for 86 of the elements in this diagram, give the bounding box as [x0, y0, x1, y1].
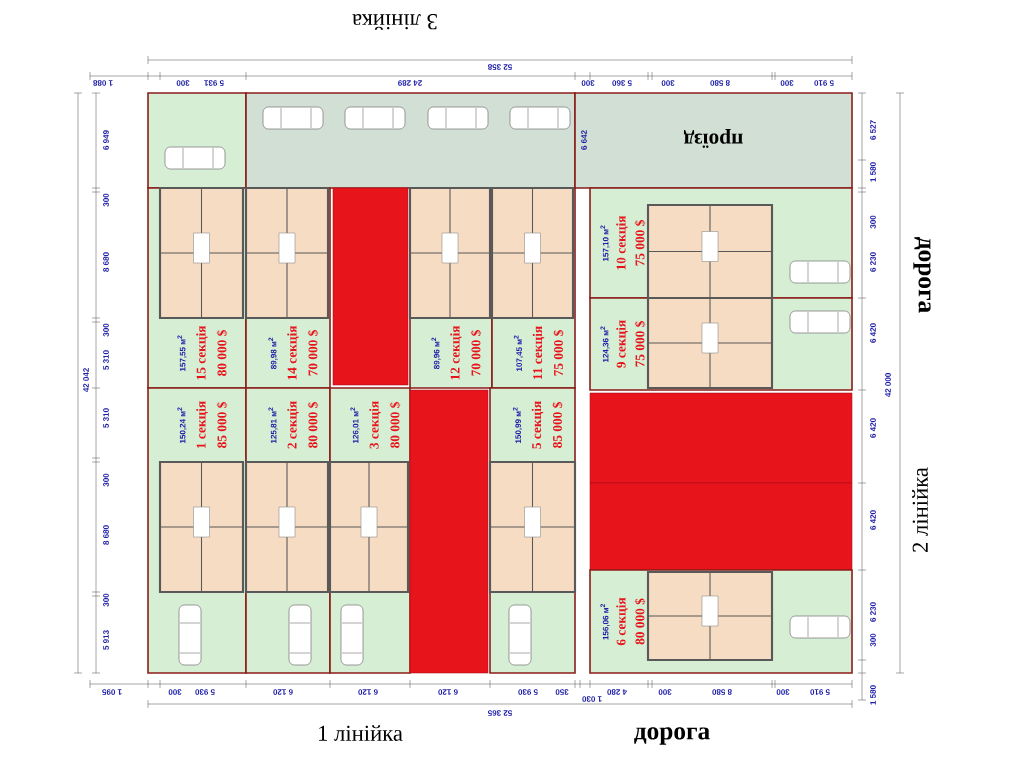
price-label: 85 000 $ [552, 402, 563, 448]
dimension-text: 5 913 [103, 630, 109, 650]
line-label: 2 лінійка [912, 467, 928, 552]
dimension-text: 6 527 [870, 120, 876, 140]
section-label: 15 секція [196, 325, 208, 380]
section-label: 12 секція [450, 325, 462, 380]
dimension-text: 6 642 [581, 130, 587, 150]
dimension-text: 300 [168, 689, 182, 695]
price-label: 75 000 $ [553, 330, 564, 376]
section-label: 2 секція [287, 401, 299, 449]
price-label: 80 000 $ [307, 402, 319, 448]
dimension-text: 1 580 [870, 685, 876, 705]
area-label: 150,99 м$^{2}$ [512, 407, 523, 443]
dimension-text: 42 042 [83, 368, 89, 393]
area-label: 126,01 м$^{2}$ [350, 407, 360, 443]
section-label: 6 секція [616, 597, 628, 646]
price-label: 80 000 $ [634, 598, 646, 645]
dimension-text: 5 930 [195, 689, 215, 695]
dimension-text: 8 680 [103, 525, 109, 545]
price-label: 70 000 $ [470, 330, 482, 376]
dimension-text: 1 030 [582, 696, 602, 702]
dimension-text: 6 120 [358, 689, 378, 695]
dimension-text: 300 [103, 323, 109, 337]
price-label: 75 000 $ [634, 321, 646, 367]
area-label: 157,10 м$^{2}$ [600, 225, 610, 261]
road-label: дорога [634, 727, 710, 745]
dimension-text: 300 [658, 689, 672, 695]
filled-plot [332, 187, 409, 386]
filled-plot [589, 482, 853, 571]
dimension-text: 1 095 [102, 689, 122, 695]
section-label: 3 секція [369, 401, 381, 449]
dimension-text: 300 [103, 193, 109, 207]
area-label: 150,24 м$^{2}$ [177, 407, 187, 443]
dimension-text: 6 420 [870, 323, 876, 343]
dimension-text: 4 280 [607, 689, 627, 695]
area-label: 125,81 м$^{2}$ [268, 407, 278, 443]
dimension-text: 5 931 [204, 80, 224, 86]
dimension-text: 6 120 [273, 689, 293, 695]
dimension-text: 8 680 [103, 252, 109, 272]
area-label: 89,96 м$^{2}$ [431, 337, 441, 369]
dimension-text: 5 930 [518, 689, 538, 695]
price-label: 75 000 $ [634, 220, 646, 266]
dimension-text: 52 365 [488, 710, 512, 716]
dimension-text: 6 230 [870, 252, 876, 272]
dimension-text: 300 [776, 689, 790, 695]
dimension-text: 300 [103, 593, 109, 607]
section-label: 14 секція [287, 325, 299, 380]
dimension-text: 300 [870, 633, 876, 647]
dimension-text: 6 420 [870, 418, 876, 438]
dimension-text: 24 289 [398, 80, 422, 86]
dimension-text: 6 420 [870, 510, 876, 530]
dimension-text: 300 [176, 80, 190, 86]
dimension-text: 6 230 [870, 602, 876, 622]
area-label: 124,36 м$^{2}$ [600, 326, 610, 362]
dimension-text: 5 910 [810, 689, 830, 695]
dimension-text: 1 580 [870, 162, 876, 182]
dimension-text: 6 949 [103, 130, 109, 150]
filled-plot [409, 389, 489, 674]
line-label: 3 лінійка [352, 14, 437, 30]
price-label: 85 000 $ [216, 402, 228, 448]
driveway-label: проїзд [683, 129, 743, 148]
area-label: 157,55 м$^{2}$ [177, 335, 187, 371]
dimension-text: 1 088 [93, 80, 113, 86]
dimension-text: 300 [870, 215, 876, 229]
dimension-text: 52 358 [488, 64, 512, 70]
road-label: дорога [913, 237, 931, 313]
dimension-text: 5 310 [103, 350, 109, 370]
dimension-text: 350 [555, 689, 569, 695]
section-label: 5 секція [531, 401, 544, 449]
area-label: 89,98 м$^{2}$ [268, 337, 278, 369]
area-label: 107,45 м$^{2}$ [513, 335, 524, 371]
dimension-text: 6 120 [438, 689, 458, 695]
line-label: 1 лінійка [319, 725, 403, 741]
filled-plot [589, 392, 853, 484]
price-label: 80 000 $ [216, 330, 228, 376]
dimension-text: 42 000 [885, 373, 891, 398]
section-label: 9 секція [616, 320, 628, 368]
section-label: 10 секція [616, 215, 628, 270]
dimension-text: 8 580 [712, 689, 732, 695]
section-label: 1 секція [196, 401, 208, 449]
price-label: 80 000 $ [389, 402, 401, 448]
price-label: 70 000 $ [307, 330, 319, 376]
dimension-text: 300 [103, 473, 109, 487]
dimension-text: 5 310 [103, 408, 109, 428]
area-label: 156,06 м$^{2}$ [600, 603, 610, 640]
section-label: 11 секція [532, 326, 545, 380]
